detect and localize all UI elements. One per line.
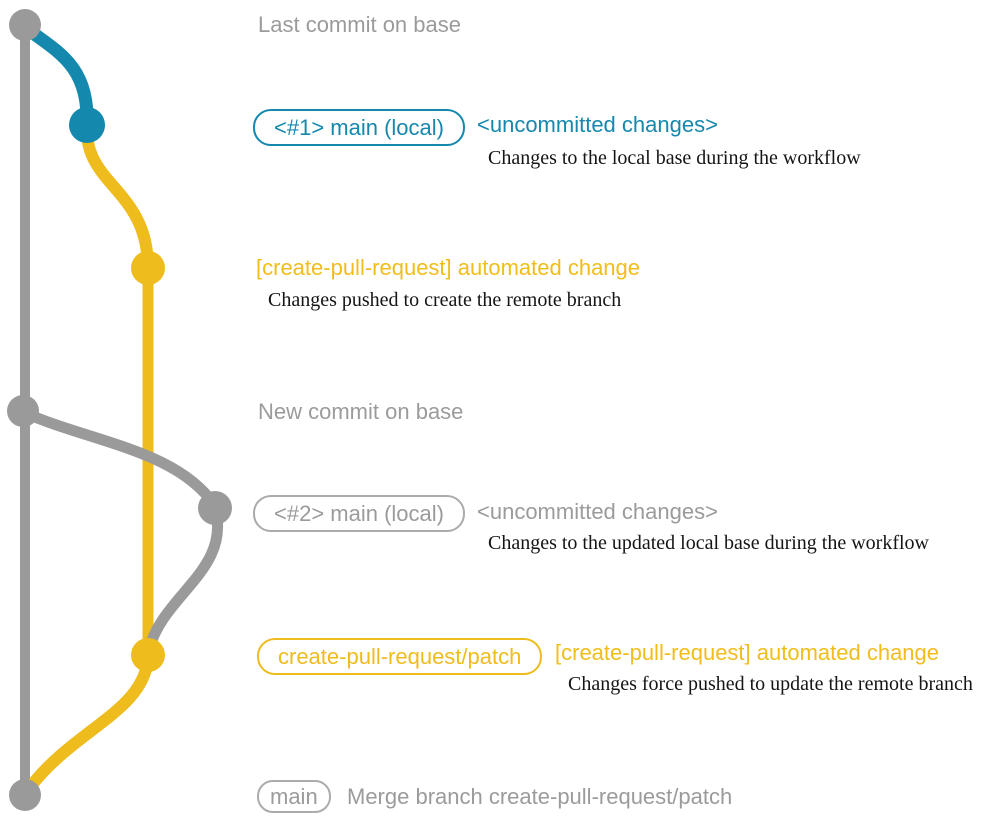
- note-local-base: Changes to the local base during the wor…: [488, 147, 861, 169]
- status-uncommitted-1: <uncommitted changes>: [477, 112, 718, 137]
- branch-graph: [7, 9, 232, 811]
- commit-caption-last-base: Last commit on base: [258, 12, 461, 37]
- commit-node-last-base: [9, 9, 41, 41]
- commit-node-remote-1: [131, 251, 165, 285]
- branch-line-merge: [23, 657, 154, 794]
- commit-message-automated-1: [create-pull-request] automated change: [256, 255, 641, 280]
- commit-node-merge: [9, 779, 41, 811]
- commit-message-merge: Merge branch create-pull-request/patch: [347, 784, 733, 809]
- commit-caption-new-base: New commit on base: [258, 399, 464, 424]
- branch-line-local-changes-2: [20, 406, 220, 510]
- branch-badge-main-local-2: <#2> main (local): [253, 495, 465, 532]
- branch-line-to-remote-1: [80, 127, 154, 269]
- branch-line-force-push: [143, 506, 223, 652]
- commit-node-remote-2: [131, 638, 165, 672]
- note-updated-local-base: Changes to the updated local base during…: [488, 532, 929, 554]
- branch-badge-main-local-1: <#1> main (local): [253, 109, 465, 146]
- branch-badge-patch: create-pull-request/patch: [257, 638, 543, 675]
- commit-node-local-1: [69, 107, 105, 143]
- commit-node-local-2: [198, 491, 232, 525]
- note-force-pushed: Changes force pushed to update the remot…: [568, 673, 973, 695]
- commit-message-automated-2: [create-pull-request] automated change: [555, 640, 940, 665]
- status-uncommitted-2: <uncommitted changes>: [477, 499, 718, 524]
- commit-node-new-base: [7, 395, 39, 427]
- branch-badge-main: main: [257, 780, 331, 813]
- note-pushed-create: Changes pushed to create the remote bran…: [268, 289, 622, 311]
